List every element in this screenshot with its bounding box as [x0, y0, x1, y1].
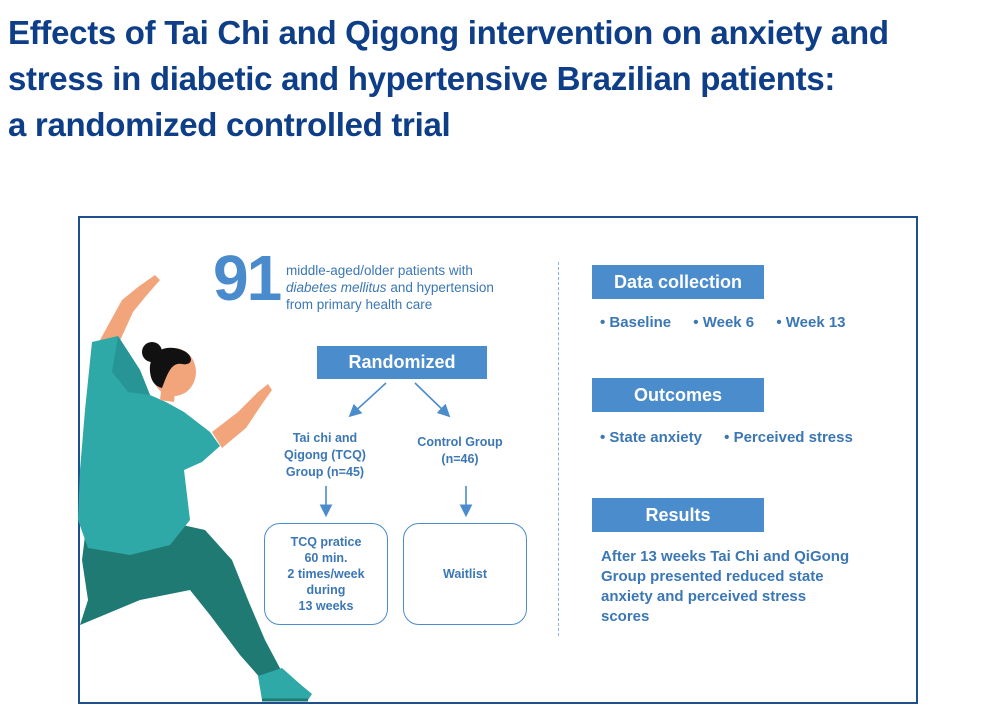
title-line-2: stress in diabetic and hypertensive Braz…: [8, 60, 836, 97]
pants: [80, 520, 282, 680]
participant-line-3: from primary health care: [286, 297, 433, 312]
tcq-box-line-3: 2 times/week: [287, 567, 365, 581]
data-collection-item: Baseline: [600, 314, 671, 331]
forward-arm: [212, 384, 272, 448]
tunic: [78, 336, 220, 555]
outcome-item: State anxiety: [600, 429, 702, 446]
arrow-to-control: [414, 382, 451, 418]
tcq-label-line-2: Qigong (TCQ): [284, 448, 366, 462]
raised-arm: [100, 275, 160, 345]
results-line-3: anxiety and perceived stress: [601, 588, 807, 605]
flow-arrows: [319, 382, 473, 518]
tcq-group-label: Tai chi and Qigong (TCQ) Group (n=45): [275, 430, 375, 481]
outcomes-list: State anxiety Perceived stress: [600, 429, 871, 446]
control-group-label: Control Group (n=46): [405, 434, 515, 468]
results-line-4: scores: [601, 608, 650, 625]
tcq-label-line-3: Group (n=45): [285, 465, 365, 479]
randomized-box: Randomized: [317, 346, 487, 379]
hair-bun: [142, 342, 162, 362]
title-line-3: a randomized controlled trial: [8, 106, 451, 143]
arrow-to-tcq: [348, 382, 387, 418]
participant-description: middle-aged/older patients with diabetes…: [286, 262, 494, 313]
data-collection-heading: Data collection: [592, 265, 764, 299]
participant-line-2: diabetes mellitus and hypertension: [286, 279, 494, 296]
data-collection-item: Week 13: [776, 314, 845, 331]
tcq-box-line-1: TCQ pratice: [290, 535, 362, 549]
tcq-practice-box: TCQ pratice 60 min. 2 times/week during …: [264, 523, 388, 625]
outcome-item: Perceived stress: [724, 429, 853, 446]
tcq-label-line-1: Tai chi and: [292, 431, 358, 445]
participant-condition-rest: and hypertension: [386, 280, 494, 295]
results-line-1: After 13 weeks Tai Chi and QiGong: [601, 548, 850, 565]
data-collection-list: Baseline Week 6 Week 13: [600, 314, 864, 331]
participant-line-1: middle-aged/older patients with: [286, 263, 473, 278]
participant-condition: diabetes mellitus: [286, 280, 387, 295]
participant-count: 91: [213, 242, 282, 314]
results-heading: Results: [592, 498, 764, 532]
tcq-box-line-5: 13 weeks: [298, 599, 354, 613]
tcq-box-line-2: 60 min.: [304, 551, 348, 565]
waitlist-box: Waitlist: [403, 523, 527, 625]
control-label-line-2: (n=46): [441, 452, 479, 466]
data-collection-item: Week 6: [693, 314, 754, 331]
tcq-box-line-4: during: [306, 583, 346, 597]
results-text: After 13 weeks Tai Chi and QiGong Group …: [601, 547, 901, 627]
page-title: Effects of Tai Chi and Qigong interventi…: [8, 10, 983, 148]
results-line-2: Group presented reduced state: [601, 568, 824, 585]
outcomes-heading: Outcomes: [592, 378, 764, 412]
dashed-divider: [558, 262, 559, 636]
title-line-1: Effects of Tai Chi and Qigong interventi…: [8, 14, 889, 51]
control-label-line-1: Control Group: [417, 435, 503, 449]
shoe: [258, 668, 312, 700]
